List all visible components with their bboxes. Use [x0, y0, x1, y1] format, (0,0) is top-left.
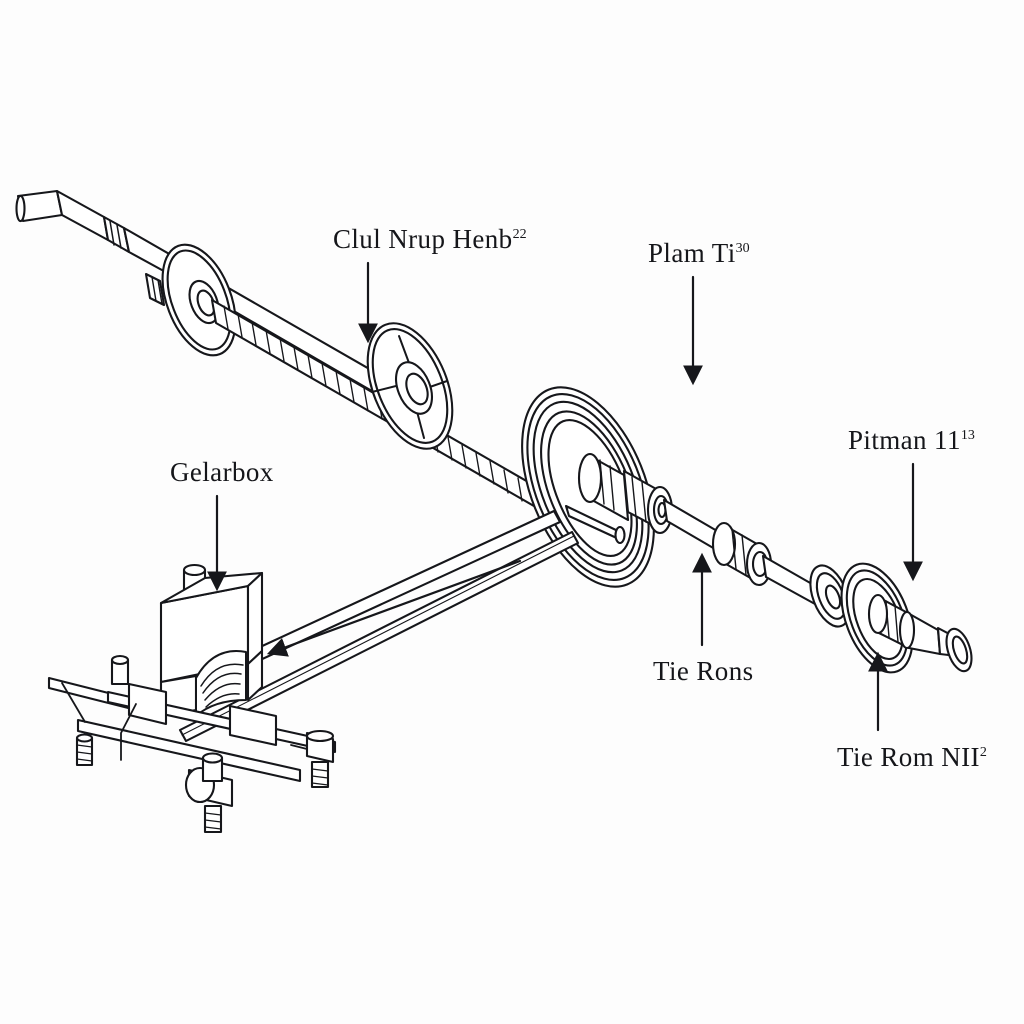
leader-gearbox-diagonal	[266, 559, 522, 657]
label-tie-rons-text: Tie Rons	[653, 656, 754, 686]
mount-bolts	[75, 654, 335, 834]
label-clutch-superscript: 22	[512, 227, 527, 242]
label-pitman-text: Pitman 11	[848, 425, 961, 455]
gearbox-housing	[159, 563, 264, 718]
label-pitman: Pitman 1113	[848, 427, 975, 454]
label-tie-rom-superscript: 2	[979, 745, 987, 760]
label-tie-rom-text: Tie Rom NII	[837, 742, 980, 772]
output-stub	[867, 593, 973, 673]
leader-lines	[207, 261, 923, 732]
label-clutch-nrup-henb: Clul Nrup Henb22	[333, 226, 527, 253]
wheel-hub	[577, 452, 674, 535]
tie-rod-lower	[178, 530, 580, 743]
input-shaft-stub	[15, 189, 184, 283]
shaft-section-3	[761, 554, 817, 606]
label-gearbox-text: Gelarbox	[170, 457, 274, 487]
label-clutch-text: Clul Nrup Henb	[333, 224, 513, 254]
label-plam-superscript: 30	[735, 241, 750, 256]
small-flange	[809, 564, 851, 628]
tie-rod-link	[564, 504, 626, 545]
label-tie-rom-nii: Tie Rom NII2	[837, 744, 987, 771]
mounting-frame	[47, 676, 337, 783]
label-plam-ti: Plam Ti30	[648, 240, 750, 267]
label-gearbox: Gelarbox	[170, 459, 274, 486]
spoked-wheel	[366, 322, 454, 450]
label-tie-rons: Tie Rons	[653, 658, 754, 685]
coupling-bearing	[711, 521, 773, 587]
label-pitman-superscript: 13	[960, 428, 975, 443]
clutch-disc	[144, 243, 237, 357]
label-plam-text: Plam Ti	[648, 238, 736, 268]
